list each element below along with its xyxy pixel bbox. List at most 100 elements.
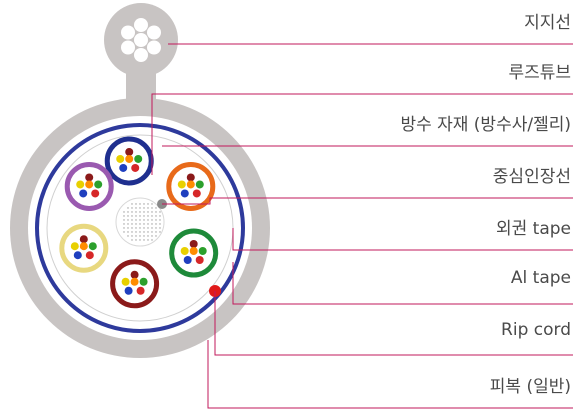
- central-member-dot: [151, 219, 153, 221]
- central-member-dot: [151, 203, 153, 205]
- central-member-dot: [159, 227, 161, 229]
- fiber: [134, 154, 143, 163]
- fiber: [139, 277, 148, 286]
- messenger-wire: [104, 3, 178, 108]
- messenger-strand: [121, 25, 136, 40]
- central-member-dot: [139, 239, 141, 241]
- label-central-member: 중심인장선: [492, 167, 571, 187]
- central-member-dot: [159, 231, 161, 233]
- central-member-dot: [155, 211, 157, 213]
- central-member-dot: [123, 231, 125, 233]
- fiber: [85, 173, 94, 182]
- central-member-dot: [127, 223, 129, 225]
- central-member-dot: [127, 235, 129, 237]
- central-member-dot: [127, 219, 129, 221]
- fiber: [91, 189, 100, 198]
- label-sheath: 피복 (일반): [489, 377, 571, 397]
- fiber: [70, 242, 79, 251]
- central-member-dot: [139, 215, 141, 217]
- central-member-dot: [155, 215, 157, 217]
- central-member-dot: [139, 211, 141, 213]
- central-member-dot: [135, 211, 137, 213]
- central-member-dot: [131, 211, 133, 213]
- central-member-dot: [131, 235, 133, 237]
- loose-tube: [110, 259, 160, 309]
- central-member-dot: [151, 227, 153, 229]
- central-member-dot: [147, 227, 149, 229]
- fiber: [186, 180, 195, 189]
- central-member-dot: [147, 215, 149, 217]
- fiber: [130, 277, 139, 286]
- central-member-dot: [131, 203, 133, 205]
- central-member-dot: [143, 219, 145, 221]
- fiber: [131, 163, 140, 172]
- central-member-dot: [131, 239, 133, 241]
- central-member-dot: [143, 239, 145, 241]
- loose-tube: [64, 161, 114, 211]
- central-member-dot: [147, 219, 149, 221]
- fiber: [125, 154, 134, 163]
- central-member-dot: [151, 239, 153, 241]
- central-member-dot: [155, 207, 157, 209]
- central-member-dot: [123, 219, 125, 221]
- central-member-dot: [155, 223, 157, 225]
- central-member-dot: [135, 219, 137, 221]
- central-member-dot: [135, 207, 137, 209]
- central-member-dot: [151, 231, 153, 233]
- central-member-dot: [159, 219, 161, 221]
- messenger-strand: [146, 25, 161, 40]
- central-member-dot: [127, 207, 129, 209]
- central-member-dot: [159, 215, 161, 217]
- fiber: [116, 154, 125, 163]
- central-member-dot: [151, 211, 153, 213]
- central-member-dot: [123, 227, 125, 229]
- central-member-dot: [135, 239, 137, 241]
- central-member-dot: [143, 211, 145, 213]
- central-member-dot: [139, 227, 141, 229]
- central-member-dot: [143, 227, 145, 229]
- leader-lines: [151, 43, 573, 409]
- al-tape-ring: [35, 123, 245, 333]
- fiber: [76, 180, 85, 189]
- leader-rip-cord: [214, 291, 573, 356]
- central-member-dot: [155, 219, 157, 221]
- central-member-dot: [147, 239, 149, 241]
- fiber: [125, 147, 134, 156]
- fiber: [94, 180, 103, 189]
- central-member-dot: [143, 235, 145, 237]
- leader-sheath: [207, 340, 573, 409]
- fiber: [85, 180, 94, 189]
- fiber: [195, 256, 204, 264]
- central-member-dot: [147, 223, 149, 225]
- central-member-dot: [123, 223, 125, 225]
- central-member-dot: [147, 207, 149, 209]
- central-member-dot: [127, 211, 129, 213]
- central-member-dot: [147, 203, 149, 205]
- central-member-dot: [155, 227, 157, 229]
- central-member: [115, 197, 165, 247]
- central-member-dot: [139, 219, 141, 221]
- central-member-dot: [131, 219, 133, 221]
- fiber: [124, 286, 133, 295]
- messenger-strand: [134, 18, 148, 32]
- central-member-dot: [151, 207, 153, 209]
- central-member-dot: [131, 215, 133, 217]
- fiber: [136, 286, 145, 295]
- central-member-dot: [143, 223, 145, 225]
- label-al-tape: Al tape: [510, 268, 571, 288]
- central-member-dot: [159, 211, 161, 213]
- central-member-dot: [127, 215, 129, 217]
- central-member-dot: [135, 227, 137, 229]
- central-member-dot: [155, 231, 157, 233]
- fiber: [73, 251, 82, 260]
- central-member-dot: [135, 215, 137, 217]
- label-messenger: 지지선: [524, 13, 571, 33]
- fiber: [180, 247, 189, 255]
- fiber: [85, 251, 94, 260]
- fiber: [198, 247, 207, 255]
- central-member-dot: [139, 223, 141, 225]
- central-member-dot: [139, 231, 141, 233]
- messenger-strand: [134, 48, 148, 62]
